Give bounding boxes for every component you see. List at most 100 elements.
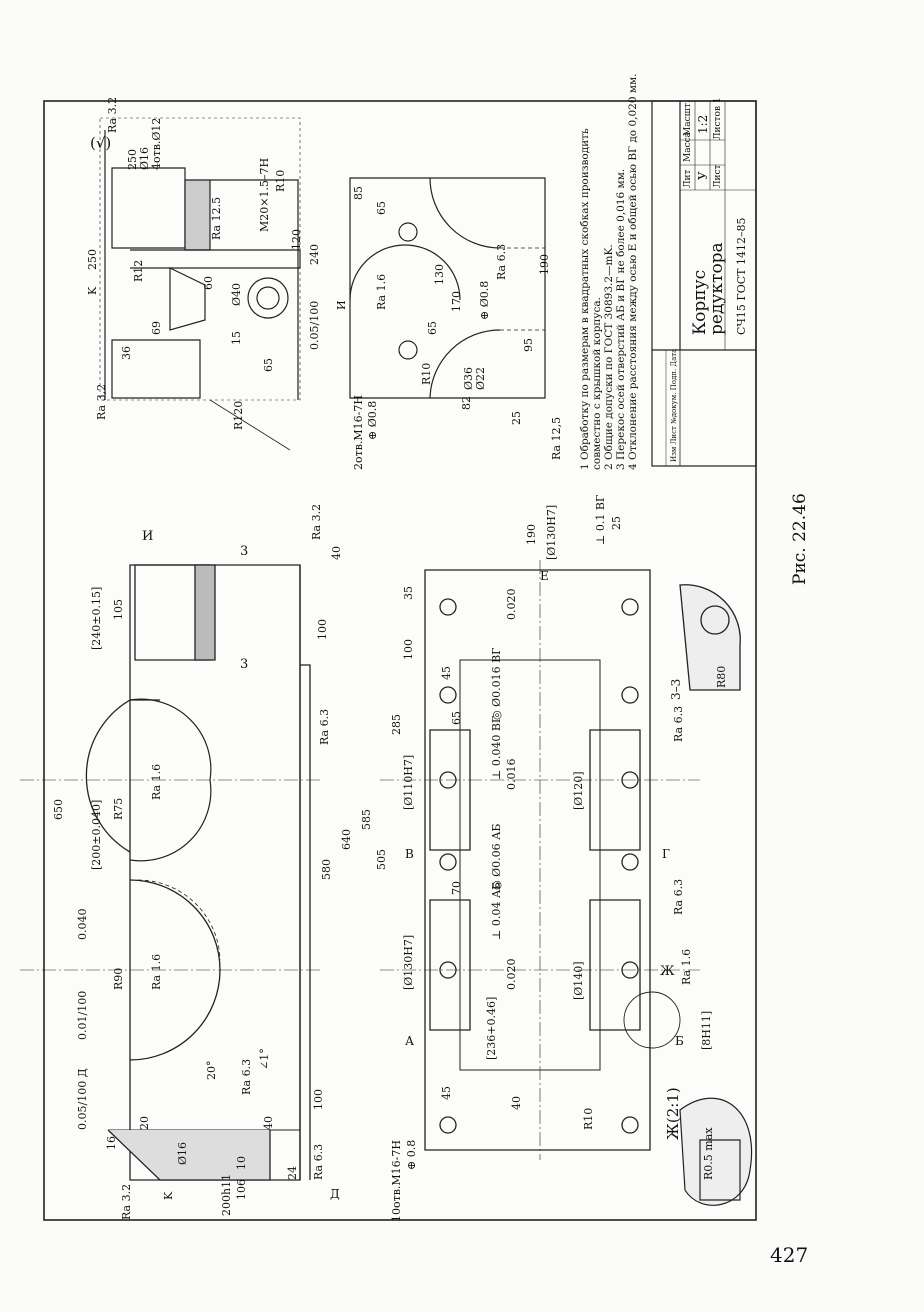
lit-value: У [696,171,710,180]
front-view [20,564,320,1181]
dim-r10-plan: R10 [582,1108,595,1130]
tol-coax-ab: ◎ Ø0.06 АБ [490,823,503,890]
change-cols: Изм Лист №докум. Подп. Дата [670,349,678,462]
datum-e: Е [540,569,549,583]
dim-d16: Ø16 [138,147,151,170]
dim-82: 82 [460,396,473,410]
roughness-ra125: Ra 12.5 [210,197,223,240]
roughness-ra32-front-2: Ra 3.2 [120,1184,133,1220]
bottom-view [349,177,546,399]
dim-285: 285 [390,714,403,735]
dim-190: 190 [525,524,538,545]
dim-r10-bv: R10 [420,363,433,385]
dim-angle-1: ∠1° [258,1048,271,1070]
plan-view [380,560,741,1160]
dim-thread: M20×1.5–7H [258,158,271,232]
dim-236: [236+0.46] [485,997,498,1060]
section-label-33: 3–3 [669,679,683,700]
part-name-1: Корпус [690,270,710,335]
datum-d: Д [330,1187,340,1201]
sheets-label: Листов 1 [713,97,723,140]
hole-pos-plan: ⊕ 0.8 [405,1140,418,1170]
scale-value: 1:2 [696,115,710,134]
col-mass: Масса [683,131,693,162]
roughness-ra63-bv: Ra 6.3 [495,244,508,280]
tol-coax-vg: ◎ Ø0.016 ВГ [490,648,503,720]
roughness-ra63-p2: Ra 6.3 [672,879,685,915]
figure-caption: Рис. 22.46 [790,493,810,585]
dim-d130h7: [Ø130H7] [402,935,415,990]
dim-k-front: K [162,1191,175,1200]
dim-d36: Ø36 [462,367,475,390]
tol-perp-04: ⊥ 0.04 АБ [490,882,503,940]
note-3: 3 Перекос осей отверстий АБ и ВГ не боле… [615,169,627,470]
dim-15: 15 [230,331,243,345]
note-2: 2 Общие допуски по ГОСТ 30893.2—mK. [603,244,615,470]
page-number: 427 [770,1243,809,1267]
hole-pos-bv: ⊕ Ø0.8 [366,401,379,440]
dim-4holes: 4отв.Ø12 [150,118,163,170]
dim-240: [240±0.15] [90,587,103,650]
dim-585: 585 [360,809,373,830]
roughness-ra63-front: Ra 6.3 [240,1059,253,1095]
dim-105: 105 [112,599,125,620]
dim-85: 85 [352,186,365,200]
section-mark-3b: 3 [240,657,248,672]
dim-65-top: 65 [375,201,388,215]
dim-200: [200±0.040] [90,800,103,870]
pos-tol: ⊕ Ø0.8 [478,281,491,320]
note-1b: совместно с крышкой корпуса. [591,297,603,470]
dim-200h11: 200h11 [220,1174,233,1216]
dim-d40: Ø40 [230,283,243,306]
dim-22: 250 [126,149,139,170]
detail-zh-labels: Ж(2:1) R0.5 max [664,1087,715,1180]
dim-240: 240 [308,244,321,265]
datum-b: Б [675,1034,684,1048]
dim-69: 69 [150,321,163,335]
tol-perp-040: ⊥ 0.040 ВГ [490,716,503,780]
col-scale: Масшт. [683,100,693,136]
title-block-text: Корпус редуктора СЧ15 ГОСТ 1412–85 Лит М… [670,97,748,462]
dim-40-plan: 40 [510,1096,523,1110]
dim-25-bv: 25 [510,411,523,425]
roughness-ra63-p1: Ra 6.3 [672,706,685,742]
detail-mark: Ж [660,964,675,979]
tol-flatness: 0.01/100 [76,991,89,1040]
hole-callout-bv: 2отв.М16-7Н [352,395,365,470]
dim-k: K [86,286,99,295]
dim-r75: R75 [112,798,125,820]
roughness-ra125-bv: Ra 12,5 [550,417,563,460]
plan-view-labels: 190 [Ø130H7] [Ø110H7] [Ø120] [Ø140] [Ø13… [390,495,728,1222]
dim-d130h7-top: [Ø130H7] [545,505,558,560]
dim-36: 36 [120,346,133,360]
technical-notes: 1 Обработку по размерам в квадратных ско… [579,73,639,470]
dim-106: 106 [235,1179,248,1200]
dim-650: 650 [52,799,65,820]
dim-100-plan: 100 [402,639,415,660]
dim-25-plan: 25 [610,516,623,530]
dim-45-top: 45 [440,666,453,680]
dim-10: 10 [235,1156,248,1170]
dim-16: 16 [105,1136,118,1150]
tol-0020-bottom: 0.020 [505,959,518,991]
tol-perp-vg: ⊥ 0.1 ВГ [594,495,607,545]
datum-v: В [405,847,414,861]
dim-r120: R120 [232,401,245,430]
general-roughness: (√) [90,134,111,152]
roughness-ra32-front: Ra 3.2 [310,504,323,540]
view-mark-i-front: И [142,529,153,544]
dim-130: 130 [433,264,446,285]
dim-505: 505 [375,849,388,870]
dim-35: 35 [402,586,415,600]
roughness-ra32-top: Ra 3.2 [106,97,119,133]
roughness-ra32-alt: Ra 3,2 [95,384,108,420]
dim-24: 24 [286,1166,299,1180]
tol-0016: 0.016 [505,759,518,791]
side-view-labels: Ra 3.2 (√) 250 Ø16 4отв.Ø12 Ra 12.5 M20×… [86,97,321,430]
view-mark-i: И [335,300,348,310]
dim-40-bottom: 40 [262,1116,275,1130]
tol-parallel-d: 0.05/100 Д [76,1068,89,1130]
datum-g: Г [662,847,670,861]
side-view [99,117,301,451]
